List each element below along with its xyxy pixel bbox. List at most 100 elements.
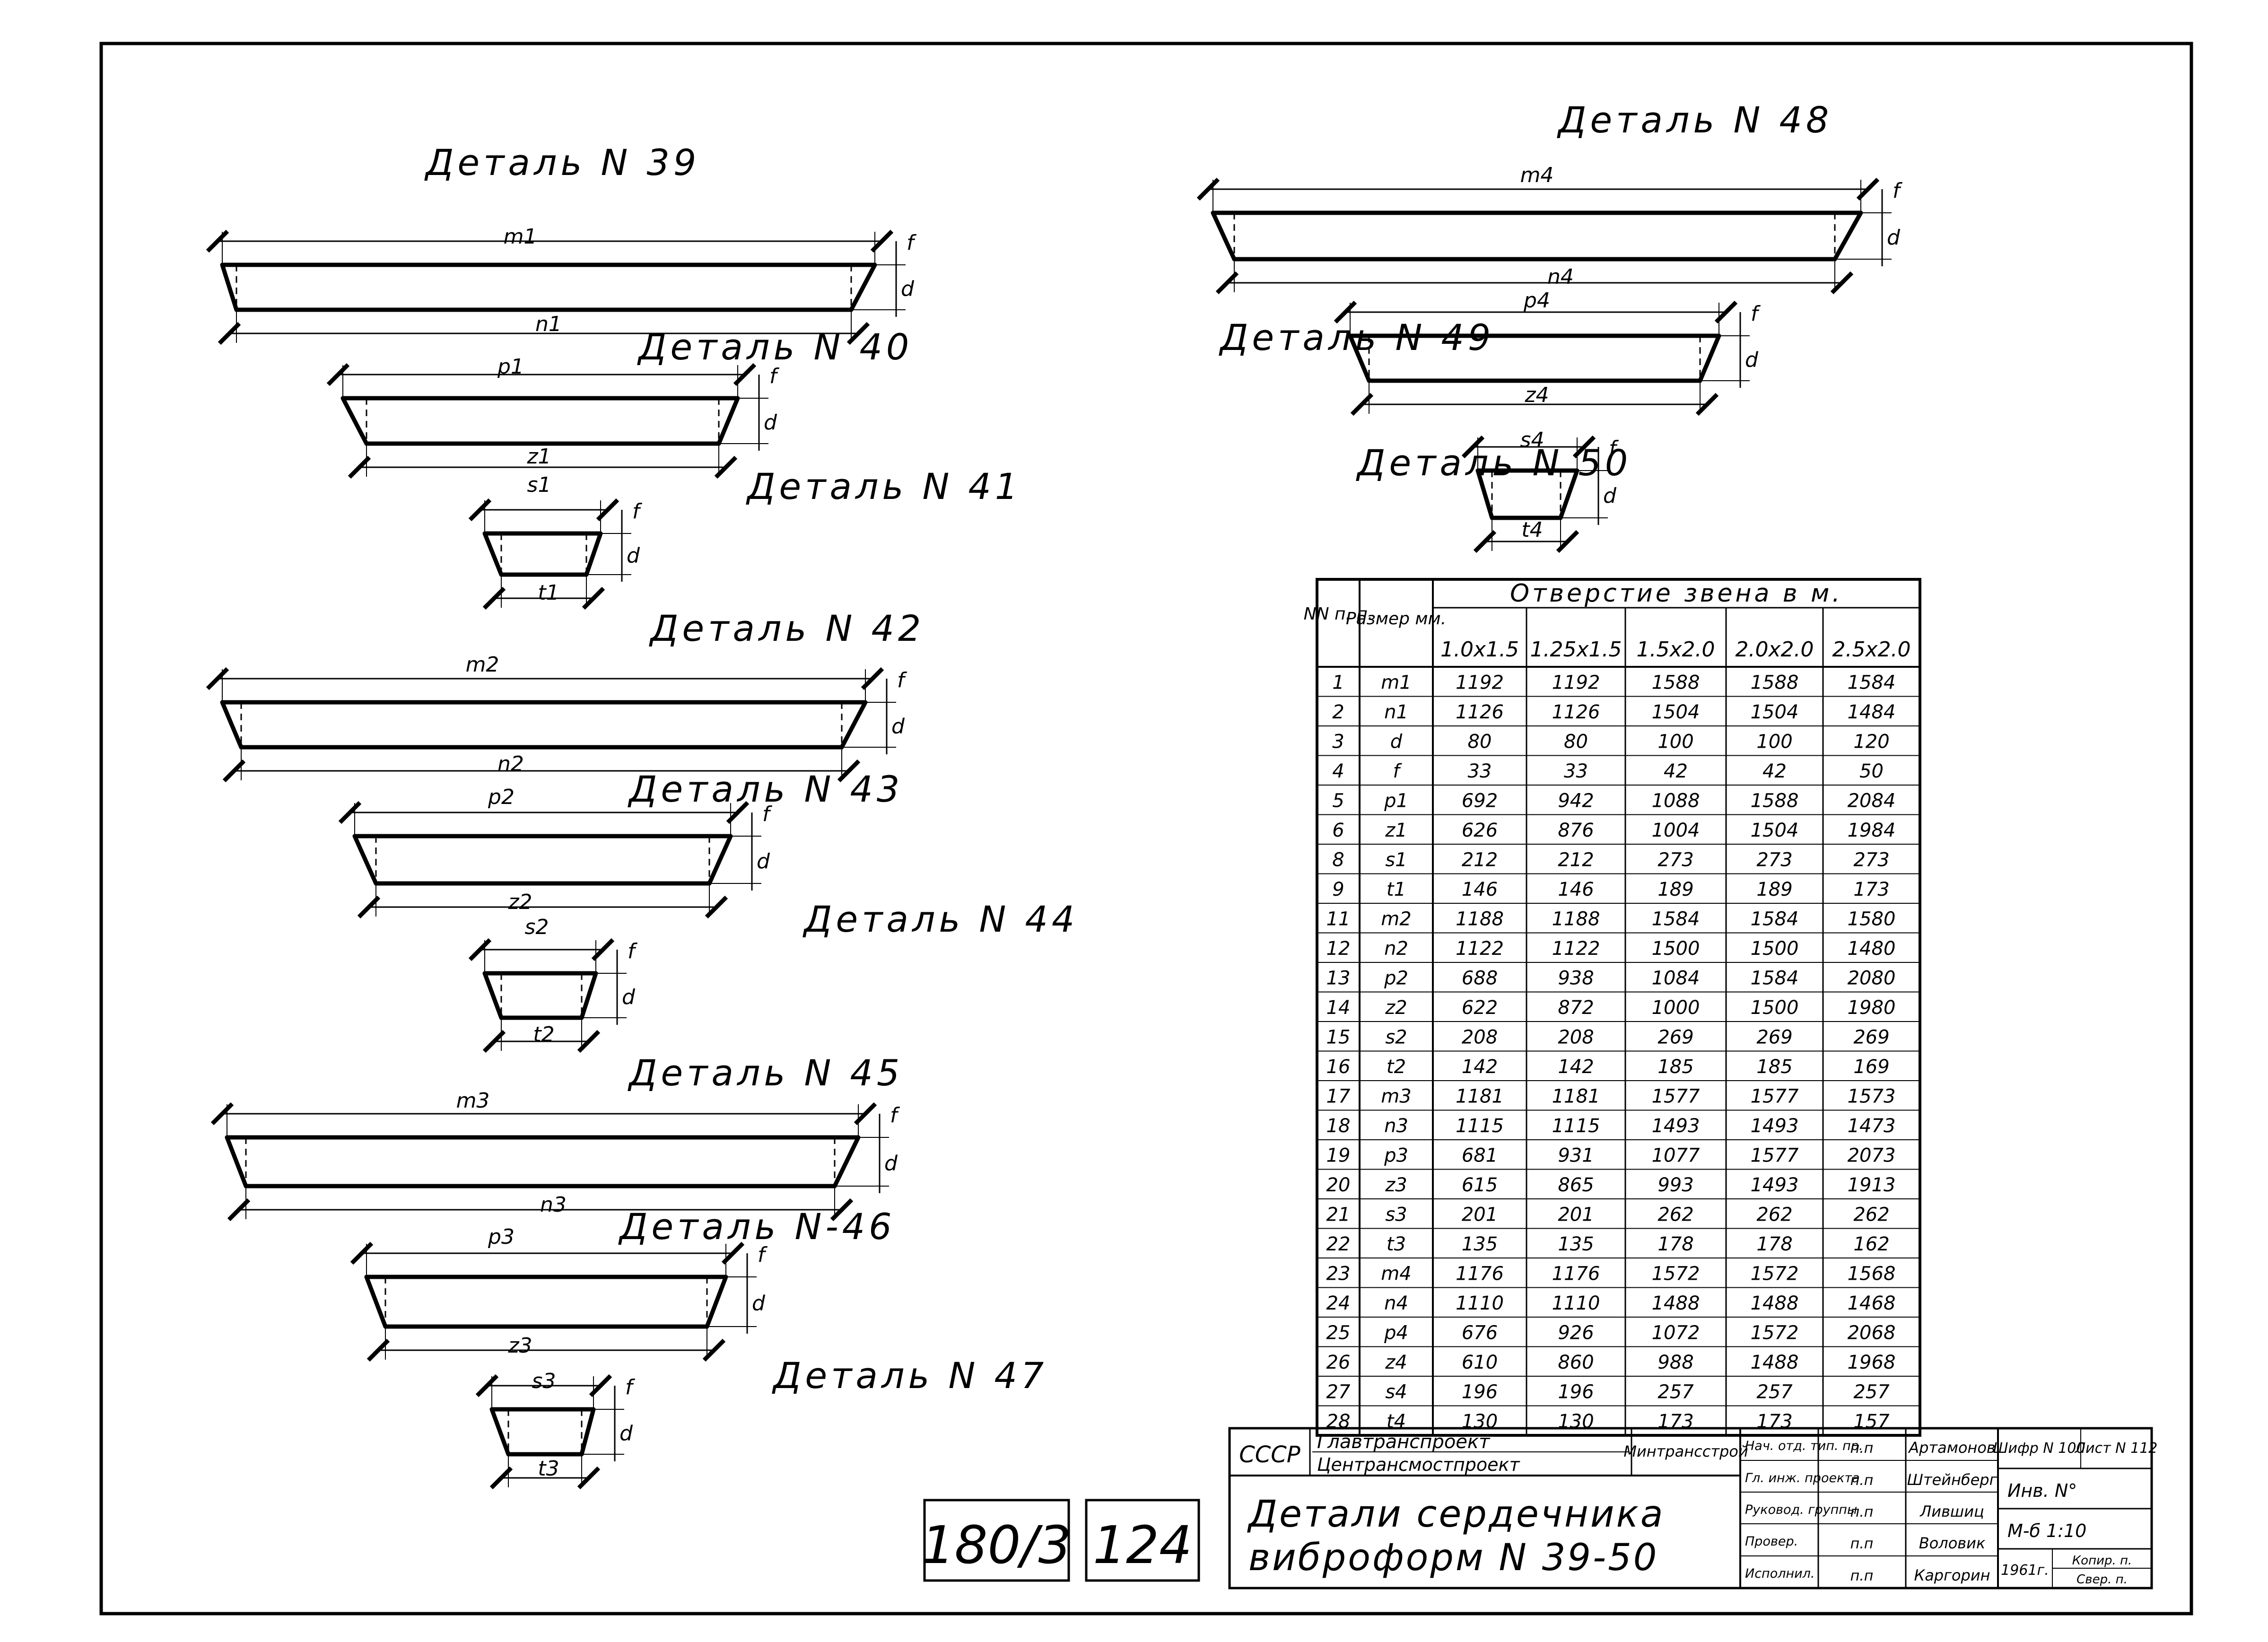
table-cell: 1126 [1552, 701, 1600, 723]
table-cell: m2 [1381, 908, 1411, 930]
table-cell: 3 [1332, 731, 1344, 753]
stamp-org2: Центрансмостпроект [1317, 1454, 1520, 1475]
table-cell: d [1390, 731, 1403, 753]
table-cell: 681 [1462, 1145, 1498, 1167]
dim-top-label: s1 [527, 473, 551, 497]
table-cell: 1584 [1751, 908, 1799, 930]
table-cell: 2084 [1848, 790, 1896, 812]
table-cell: 1488 [1751, 1293, 1799, 1314]
table-cell: 120 [1853, 731, 1889, 753]
table-cell: m3 [1381, 1086, 1411, 1108]
table-cell: 1588 [1652, 672, 1700, 694]
dim-top-label: s4 [1520, 428, 1544, 452]
table-cell: 1984 [1848, 820, 1896, 841]
table-cell: 257 [1756, 1381, 1793, 1403]
table-cell: s3 [1385, 1204, 1407, 1226]
table-cell: 1115 [1552, 1115, 1600, 1137]
table-cell: 865 [1558, 1174, 1594, 1196]
table-cell: 1968 [1848, 1352, 1896, 1373]
detail-title: Деталь N 41 [746, 465, 1021, 507]
stamp-sign: п.п [1850, 1568, 1874, 1584]
table-cell: 1 [1332, 672, 1344, 694]
dim-d-label: d [622, 985, 636, 1009]
dim-f-label: f [1751, 302, 1761, 326]
doc-number: 180/3 [921, 1515, 1071, 1575]
table-cell: 1577 [1751, 1086, 1799, 1108]
stamp-scale: М-б 1:10 [2007, 1520, 2086, 1541]
detail-shape [352, 834, 733, 886]
dim-bottom-label: n4 [1547, 265, 1574, 289]
table-cell: 1588 [1751, 672, 1799, 694]
table-cell: 1504 [1751, 701, 1799, 723]
stamp-role: Руковод. группы [1745, 1502, 1857, 1517]
table-cell: 2068 [1848, 1322, 1896, 1344]
table-cell: 2073 [1848, 1145, 1896, 1167]
dim-f-label: f [890, 1103, 900, 1127]
stamp-copy: Копир. п. [2072, 1554, 2132, 1568]
table-cell: 1004 [1652, 820, 1700, 841]
dim-bottom-label: t1 [538, 581, 559, 605]
table-cell: 212 [1462, 849, 1498, 871]
table-cell: 1176 [1552, 1263, 1600, 1285]
table-cell: 13 [1326, 968, 1351, 989]
dim-bottom-label: z1 [526, 445, 551, 469]
table-cell: 1181 [1456, 1086, 1504, 1108]
detail-shape [364, 1275, 728, 1329]
table-cell: 993 [1657, 1174, 1693, 1196]
table-cell: z3 [1385, 1174, 1407, 1196]
table-cell: 262 [1756, 1204, 1792, 1226]
table-cell: 1568 [1848, 1263, 1896, 1285]
table-cell: 146 [1462, 879, 1498, 900]
table-cell: 1188 [1456, 908, 1504, 930]
table-cell: 269 [1657, 1027, 1693, 1048]
table-cell: z1 [1385, 820, 1407, 841]
table-cell: 22 [1326, 1233, 1351, 1255]
table-cell: 23 [1326, 1263, 1351, 1285]
dim-bottom-label: n3 [540, 1193, 567, 1217]
table-cell: 11 [1326, 908, 1351, 930]
table-cell: 1488 [1652, 1293, 1700, 1314]
detail-title: Деталь N 44 [803, 898, 1078, 940]
table-cell: 18 [1326, 1115, 1351, 1137]
table-col-header: 1.0x1.5 [1440, 638, 1519, 662]
stamp-code: Шифр N 100 [1993, 1440, 2085, 1457]
dim-d-label: d [1887, 226, 1901, 250]
table-cell: 26 [1326, 1352, 1351, 1373]
dim-d-label: d [619, 1422, 633, 1446]
detail-shape [220, 262, 877, 312]
detail-title: Деталь N 40 [637, 326, 913, 368]
detail-shape [482, 531, 603, 577]
stamp-sign: п.п [1850, 1504, 1874, 1520]
stamp-name: Лившиц [1919, 1502, 1984, 1520]
doc-number-box: 180/3 124 [921, 1499, 1200, 1582]
table-cell: n3 [1384, 1115, 1408, 1137]
stamp-title-line1: Детали сердечника [1247, 1493, 1665, 1536]
table-cell: 80 [1564, 731, 1588, 753]
detail-title: Деталь N 39 [424, 141, 700, 183]
table-cell: p2 [1384, 968, 1408, 989]
table-cell: 33 [1564, 760, 1588, 782]
table-cell: 1110 [1456, 1293, 1504, 1314]
table-cell: 4 [1332, 760, 1344, 782]
table-cell: 9 [1332, 879, 1344, 900]
table-cell: 1493 [1652, 1115, 1700, 1137]
table-cell: p1 [1384, 790, 1408, 812]
stamp-name: Артамонов [1908, 1439, 1996, 1457]
doc-page: 124 [1093, 1515, 1192, 1575]
dim-top-label: p4 [1523, 288, 1550, 313]
dim-d-label: d [1603, 484, 1617, 508]
dim-bottom-label: z2 [507, 890, 532, 914]
table-cell: 1577 [1751, 1145, 1799, 1167]
table-cell: 196 [1558, 1381, 1594, 1403]
dim-bottom-label: t4 [1521, 518, 1543, 542]
table-cell: 1126 [1456, 701, 1504, 723]
